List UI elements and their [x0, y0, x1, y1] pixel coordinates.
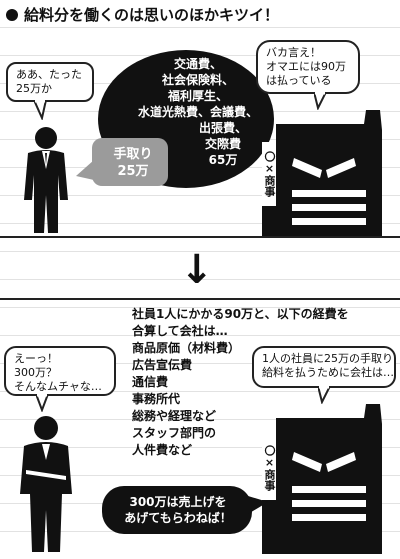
bubble-line: 1人の社員に25万の手取り: [262, 352, 393, 365]
explanation-line: スタッフ部門の: [132, 426, 217, 440]
explanation-line: 人件費など: [132, 443, 193, 457]
expense-item: 福利厚生、: [167, 89, 228, 103]
take-home-line: 手取り: [113, 147, 153, 162]
bubble-line: 給料を払うために会社は…: [262, 366, 394, 379]
explanation-line: 事務所代: [132, 392, 181, 406]
boss-figure-bottom: “ 〇×商事: [262, 404, 394, 554]
boss-speech-bubble-bottom: 1人の社員に25万の手取り 給料を払うために会社は…: [252, 346, 396, 388]
sales-text: 300万は売上げを あげてもらわねば！: [112, 494, 244, 526]
expense-item: 水道光熱費、会議費、: [137, 105, 258, 119]
sales-line: 300万は売上げを: [129, 495, 227, 509]
bullet-icon: [6, 8, 18, 21]
page-title-text: 給料分を働くのは思いのほかキツイ！: [24, 6, 280, 24]
panel-divider: [0, 236, 400, 238]
bubble-line: 25万か: [16, 82, 52, 95]
employee-speech-bubble-top: ああ、たった 25万か: [6, 62, 94, 102]
expense-item: 交際費: [204, 137, 241, 151]
page-title: 給料分を働くのは思いのほかキツイ！: [6, 4, 279, 25]
bubble-tail: [314, 92, 328, 110]
bubble-line: オマエには90万: [266, 60, 346, 73]
bubble-line: は払っている: [266, 74, 332, 87]
employee-figure-bottom: [20, 416, 72, 552]
sales-line: あげてもらわねば！: [124, 511, 232, 525]
anger-mark-icon: “: [344, 118, 352, 132]
boss-speech-bubble-top: バカ言え！ オマエには90万 は払っている: [256, 40, 360, 94]
expense-item: 社会保険料、: [161, 73, 234, 87]
bubble-tail: [34, 100, 48, 120]
bubble-line: 300万？: [14, 366, 57, 379]
bubble-tail: [36, 394, 50, 412]
boss-body: [262, 404, 382, 554]
take-home-label: 手取り 25万: [104, 146, 162, 180]
explanation-line: 通信費: [132, 375, 169, 389]
boss-body: [262, 110, 382, 236]
explanation-line: 合算して会社は…: [132, 324, 228, 338]
company-name-label: 〇×商事: [262, 142, 276, 206]
boss-figure-top: “ 〇×商事: [262, 110, 394, 236]
sales-speech-bubble: [102, 486, 252, 534]
explanation-line: 総務や経理など: [132, 409, 217, 423]
employee-speech-bubble-bottom: えーっ！ 300万？ そんなムチャな…: [4, 346, 116, 396]
company-name-label: 〇×商事: [262, 436, 276, 500]
panel-divider: [0, 298, 400, 300]
bubble-line: そんなムチャな…: [14, 380, 102, 393]
expense-item: 交通費、: [173, 57, 222, 71]
explanation-line: 広告宣伝費: [132, 358, 193, 372]
sales-bubble-tail: [248, 496, 268, 514]
expense-list: 交通費、 社会保険料、 福利厚生、 水道光熱費、会議費、 出張費、 交際費 65…: [118, 56, 278, 168]
take-home-blob: [92, 138, 168, 186]
bubble-tail: [318, 386, 332, 404]
down-arrow-icon: ↓: [180, 247, 214, 293]
bubble-line: ああ、たった: [16, 68, 82, 81]
employee-figure-top: [24, 127, 68, 233]
explanation-text: 社員1人にかかる90万と、以下の経費を 合算して会社は… 商品原価（材料費） 広…: [132, 306, 382, 459]
explanation-line: 商品原価（材料費）: [132, 341, 241, 355]
bubble-line: えーっ！: [14, 352, 58, 365]
expense-item: 65万: [208, 153, 238, 167]
take-home-tail: [76, 160, 94, 180]
explanation-line: 社員1人にかかる90万と、以下の経費を: [132, 307, 349, 321]
expense-item: 出張費、: [198, 121, 247, 135]
anger-mark-icon: “: [344, 412, 352, 426]
bubble-line: バカ言え！: [266, 46, 321, 59]
take-home-line: 25万: [117, 164, 149, 179]
